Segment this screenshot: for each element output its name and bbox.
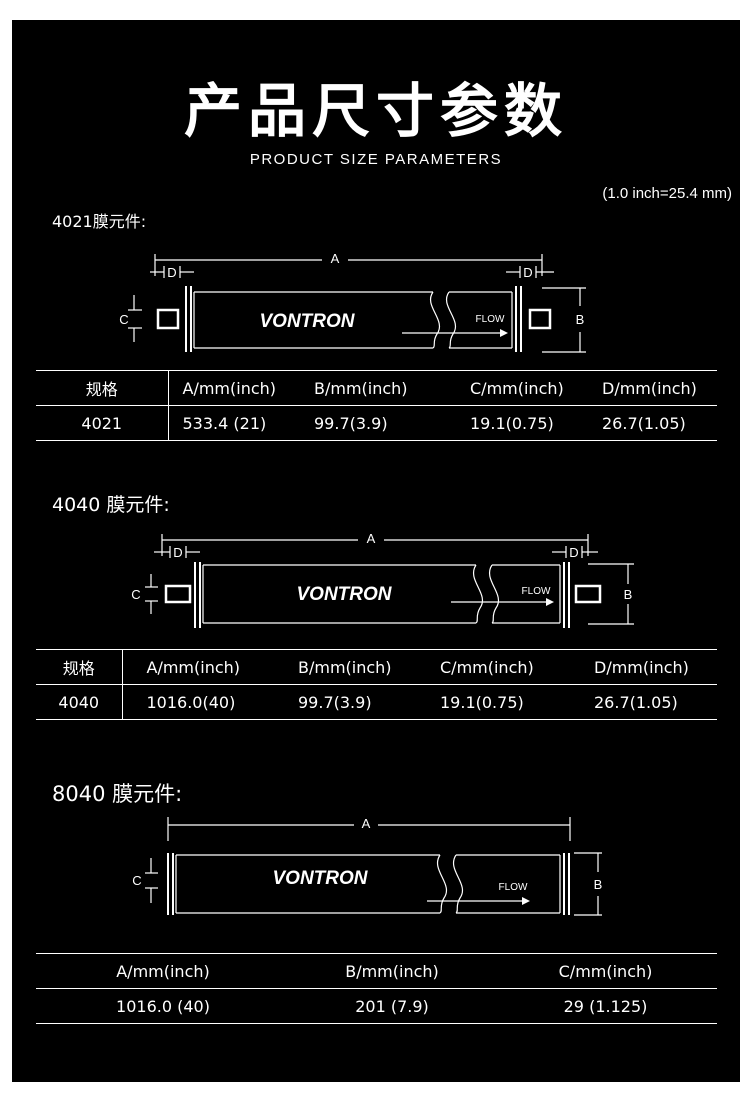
table-cell: 1016.0 (40) bbox=[36, 988, 290, 1024]
table-row: 1016.0 (40) 201 (7.9) 29 (1.125) bbox=[36, 988, 717, 1024]
table-header: B/mm(inch) bbox=[274, 649, 416, 685]
dim-label-a: A bbox=[367, 531, 376, 546]
table-header: D/mm(inch) bbox=[584, 370, 717, 406]
section-heading-4040: 4040 膜元件: bbox=[52, 494, 170, 516]
table-header: A/mm(inch) bbox=[122, 649, 274, 685]
section-heading-4021: 4021膜元件: bbox=[52, 212, 147, 231]
dim-label-b: B bbox=[624, 587, 633, 602]
dim-label-b: B bbox=[594, 877, 603, 892]
table-header: A/mm(inch) bbox=[168, 370, 300, 406]
dim-label-c: C bbox=[132, 873, 141, 888]
table-header: 规格 bbox=[36, 649, 123, 685]
table-cell: 19.1(0.75) bbox=[438, 405, 584, 441]
table-header-row: 规格 A/mm(inch) B/mm(inch) C/mm(inch) D/mm… bbox=[36, 649, 717, 685]
table-header: B/mm(inch) bbox=[290, 953, 494, 989]
table-header: C/mm(inch) bbox=[416, 649, 574, 685]
spec-table-4040: 规格 A/mm(inch) B/mm(inch) C/mm(inch) D/mm… bbox=[36, 649, 717, 720]
dim-label-d-right: D bbox=[569, 545, 578, 560]
dim-label-a: A bbox=[331, 251, 340, 266]
table-header-row: A/mm(inch) B/mm(inch) C/mm(inch) bbox=[36, 953, 717, 989]
diagram-4021: A D D C B VONTRON FLOW bbox=[102, 248, 602, 363]
table-header: A/mm(inch) bbox=[36, 953, 290, 989]
section-heading-8040: 8040 膜元件: bbox=[52, 782, 183, 806]
table-cell: 1016.0(40) bbox=[122, 684, 274, 720]
spec-table-8040: A/mm(inch) B/mm(inch) C/mm(inch) 1016.0 … bbox=[36, 953, 717, 1024]
table-cell: 99.7(3.9) bbox=[274, 684, 416, 720]
dim-label-d-left: D bbox=[167, 265, 176, 280]
dim-label-d-left: D bbox=[173, 545, 182, 560]
table-cell: 26.7(1.05) bbox=[574, 684, 717, 720]
table-row: 4021 533.4 (21) 99.7(3.9) 19.1(0.75) 26.… bbox=[36, 405, 717, 441]
dim-label-a: A bbox=[362, 816, 371, 831]
spec-table-4021: 规格 A/mm(inch) B/mm(inch) C/mm(inch) D/mm… bbox=[36, 370, 717, 441]
table-cell: 26.7(1.05) bbox=[584, 405, 717, 441]
dim-label-d-right: D bbox=[523, 265, 532, 280]
table-cell: 533.4 (21) bbox=[168, 405, 300, 441]
dim-label-b: B bbox=[576, 312, 585, 327]
dim-label-c: C bbox=[131, 587, 140, 602]
table-header: 规格 bbox=[36, 370, 169, 406]
brand-logo: VONTRON bbox=[297, 584, 393, 605]
unit-conversion-note: (1.0 inch=25.4 mm) bbox=[602, 185, 732, 202]
table-cell: 4021 bbox=[36, 405, 169, 441]
table-header-row: 规格 A/mm(inch) B/mm(inch) C/mm(inch) D/mm… bbox=[36, 370, 717, 406]
table-header: B/mm(inch) bbox=[300, 370, 438, 406]
dim-label-c: C bbox=[119, 312, 128, 327]
table-header: C/mm(inch) bbox=[494, 953, 717, 989]
flow-label: FLOW bbox=[476, 314, 505, 325]
table-row: 4040 1016.0(40) 99.7(3.9) 19.1(0.75) 26.… bbox=[36, 684, 717, 720]
table-cell: 99.7(3.9) bbox=[300, 405, 438, 441]
flow-label: FLOW bbox=[499, 882, 528, 893]
table-header: C/mm(inch) bbox=[438, 370, 584, 406]
page-title: 产品尺寸参数 bbox=[183, 77, 568, 145]
table-cell: 19.1(0.75) bbox=[416, 684, 574, 720]
diagram-4040: A D D C B VONTRON FLOW bbox=[106, 528, 636, 643]
brand-logo: VONTRON bbox=[273, 868, 369, 889]
table-cell: 4040 bbox=[36, 684, 123, 720]
table-header: D/mm(inch) bbox=[574, 649, 717, 685]
product-size-panel: 产品尺寸参数 PRODUCT SIZE PARAMETERS (1.0 inch… bbox=[12, 20, 740, 1082]
table-cell: 29 (1.125) bbox=[494, 988, 717, 1024]
diagram-8040: A C B VONTRON FLOW bbox=[122, 815, 622, 930]
flow-label: FLOW bbox=[522, 586, 551, 597]
page-subtitle: PRODUCT SIZE PARAMETERS bbox=[249, 151, 503, 168]
table-cell: 201 (7.9) bbox=[290, 988, 494, 1024]
brand-logo: VONTRON bbox=[260, 311, 356, 332]
